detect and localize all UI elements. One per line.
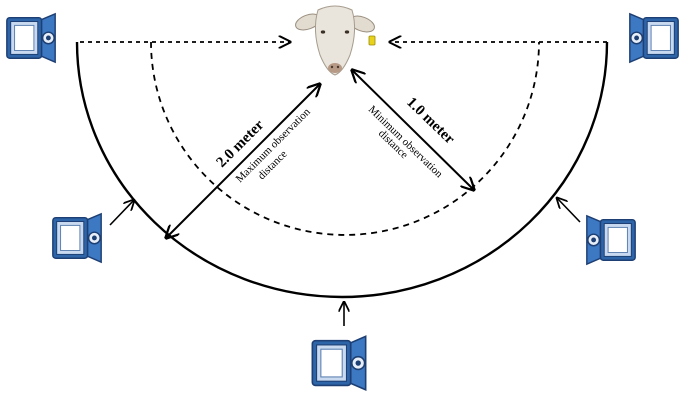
camera-arrow-right-lower <box>557 198 581 223</box>
min-distance-arrow <box>352 70 474 190</box>
max-distance-arrow <box>166 84 320 238</box>
ear-tag-icon <box>368 35 376 46</box>
camera-icon-right-lower <box>586 215 636 265</box>
camera-icon-left-lower <box>52 213 102 263</box>
camera-icon-top-right <box>629 13 679 63</box>
max-distance-arc <box>75 41 609 299</box>
sheep-head-icon <box>295 5 375 76</box>
min-distance-arc <box>150 41 540 236</box>
camera-arrow-left-lower <box>109 200 134 226</box>
camera-icon-top-left <box>6 13 56 63</box>
camera-icon-bottom <box>311 335 367 391</box>
